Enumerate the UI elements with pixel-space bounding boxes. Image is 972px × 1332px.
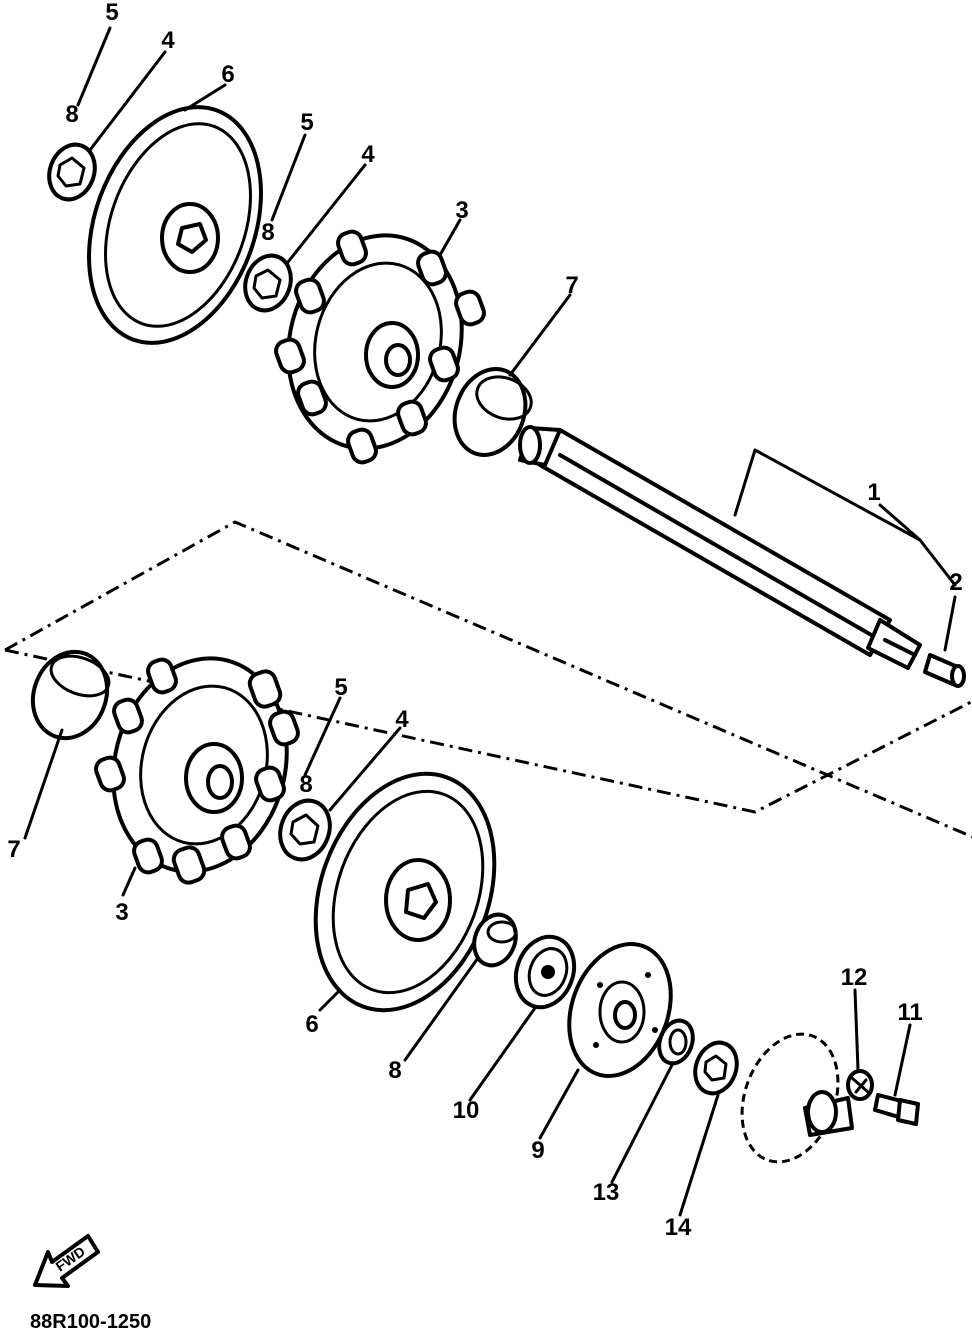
callout-shaft-1: 1 <box>867 479 880 506</box>
reference-code: 88R100-1250 <box>30 1311 151 1332</box>
callout-top-5: 5 <box>105 0 118 26</box>
upper-nut-8 <box>47 142 97 202</box>
fwd-arrow-icon: FWD <box>33 1234 100 1288</box>
upper-collar <box>452 367 533 457</box>
flange-plate <box>567 942 673 1078</box>
callout-lower-11: 11 <box>897 999 922 1026</box>
callout-lower-8b: 8 <box>388 1057 401 1084</box>
callout-lower-3: 3 <box>115 899 128 926</box>
callout-lower-12: 12 <box>841 964 868 991</box>
leader-lines <box>23 26 957 1217</box>
nut-14 <box>693 1040 739 1096</box>
callout-shaft-2: 2 <box>949 569 962 596</box>
mid-nut-8 <box>243 253 293 313</box>
upper-idler-wheel <box>87 105 263 345</box>
callout-top-6: 6 <box>221 61 234 88</box>
callout-upper-7: 7 <box>565 272 578 299</box>
lower-idler-wheel <box>313 771 497 1013</box>
callout-top-4: 4 <box>161 27 175 54</box>
shaft-end-nut <box>923 653 966 688</box>
lower-collar <box>30 649 111 741</box>
callout-upper-3: 3 <box>455 197 468 224</box>
callout-lower-5: 5 <box>334 674 347 701</box>
callout-labels: 5 8 4 6 5 8 4 3 7 1 2 5 8 4 7 3 6 8 10 9… <box>7 0 962 1241</box>
axle-housing <box>740 1032 854 1164</box>
callout-lower-7: 7 <box>7 836 20 863</box>
callout-lower-9: 9 <box>531 1137 544 1164</box>
shaft <box>518 425 922 670</box>
bolt <box>873 1093 920 1126</box>
washer <box>657 1018 695 1066</box>
callout-lower-4: 4 <box>395 706 409 733</box>
assembly-boundary <box>4 520 972 839</box>
callout-mid-8: 8 <box>261 219 274 246</box>
callout-lower-14: 14 <box>665 1214 692 1241</box>
callout-lower-13: 13 <box>593 1179 620 1206</box>
lower-spacer <box>472 912 518 968</box>
grease-nipple <box>846 1069 874 1101</box>
callout-lower-6: 6 <box>305 1011 318 1038</box>
lower-sprocket <box>94 656 300 885</box>
callout-mid-4: 4 <box>361 141 375 168</box>
lower-nut-8 <box>278 798 332 862</box>
callout-lower-8: 8 <box>299 771 312 798</box>
callout-lower-10: 10 <box>453 1097 480 1124</box>
upper-sprocket <box>274 229 486 465</box>
bearing <box>513 934 577 1010</box>
callout-mid-5: 5 <box>300 109 313 136</box>
callout-top-8: 8 <box>65 101 78 128</box>
